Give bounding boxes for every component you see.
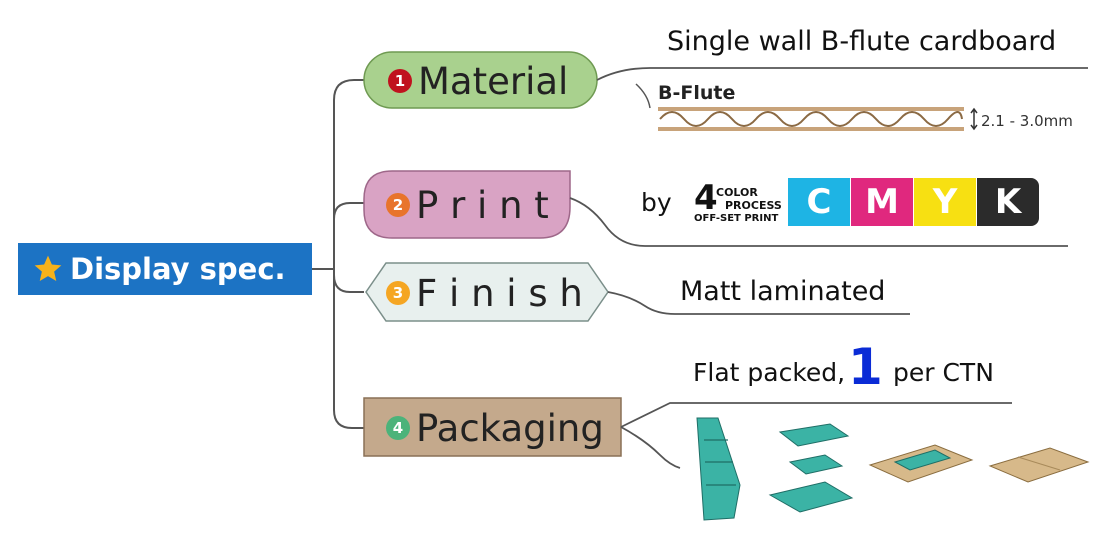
cmyk-tile-y: Y <box>914 178 976 226</box>
number-badge-4: 4 <box>386 416 410 440</box>
bflute-thickness: 2.1 - 3.0mm <box>981 112 1073 130</box>
root-label: Display spec. <box>70 252 286 286</box>
print-node[interactable] <box>363 170 571 239</box>
material-label: Material <box>418 59 569 103</box>
print-detail-line <box>569 197 1068 247</box>
connector-material <box>333 79 364 101</box>
packaging-label: Packaging <box>416 406 604 450</box>
connector-print <box>333 202 364 220</box>
finish-detail-line <box>607 291 910 315</box>
cmyk-tile-m: M <box>851 178 913 226</box>
number-badge-2: 2 <box>386 193 410 217</box>
material-detail-line <box>596 67 1088 81</box>
packaging-image-line <box>620 426 681 469</box>
number-badge-3: 3 <box>386 281 410 305</box>
packaging-detail-number: 1 <box>848 338 883 396</box>
bflute-title: B-Flute <box>658 82 736 104</box>
packaging-detail-prefix: Flat packed, <box>693 358 846 387</box>
finish-detail: Matt laminated <box>680 276 886 307</box>
print-by-text: by <box>641 188 672 217</box>
badge-line1: COLOR <box>716 186 758 199</box>
packaging-detail-suffix: per CTN <box>893 358 994 387</box>
finish-label-group: 3 F i n i s h <box>386 268 583 318</box>
connector-packaging <box>333 100 364 429</box>
number-badge-1: 1 <box>388 69 412 93</box>
four-color-badge: 4 COLOR PROCESS OFF-SET PRINT <box>694 178 786 228</box>
badge-number: 4 <box>694 178 718 218</box>
packaging-illustrations <box>696 417 1090 521</box>
packaging-detail-line <box>620 402 1012 428</box>
cmyk-tile-k: K <box>977 178 1039 226</box>
print-label-group: 2 P r i n t <box>386 180 549 230</box>
print-label: P r i n t <box>416 183 549 227</box>
material-label-group: 1 Material <box>388 56 568 106</box>
star-icon <box>32 253 64 285</box>
cmyk-tile-c: C <box>788 178 850 226</box>
packaging-label-group: 4 Packaging <box>386 403 604 453</box>
connector-finish <box>333 274 364 293</box>
badge-line2: PROCESS <box>725 199 782 212</box>
bflute-illustration <box>658 107 978 131</box>
badge-line3: OFF-SET PRINT <box>694 213 779 224</box>
finish-node[interactable] <box>365 262 609 322</box>
root-node[interactable]: Display spec. <box>18 243 312 295</box>
material-image-line <box>635 83 651 109</box>
finish-label: F i n i s h <box>416 271 583 315</box>
material-detail: Single wall B-flute cardboard <box>667 26 1057 57</box>
